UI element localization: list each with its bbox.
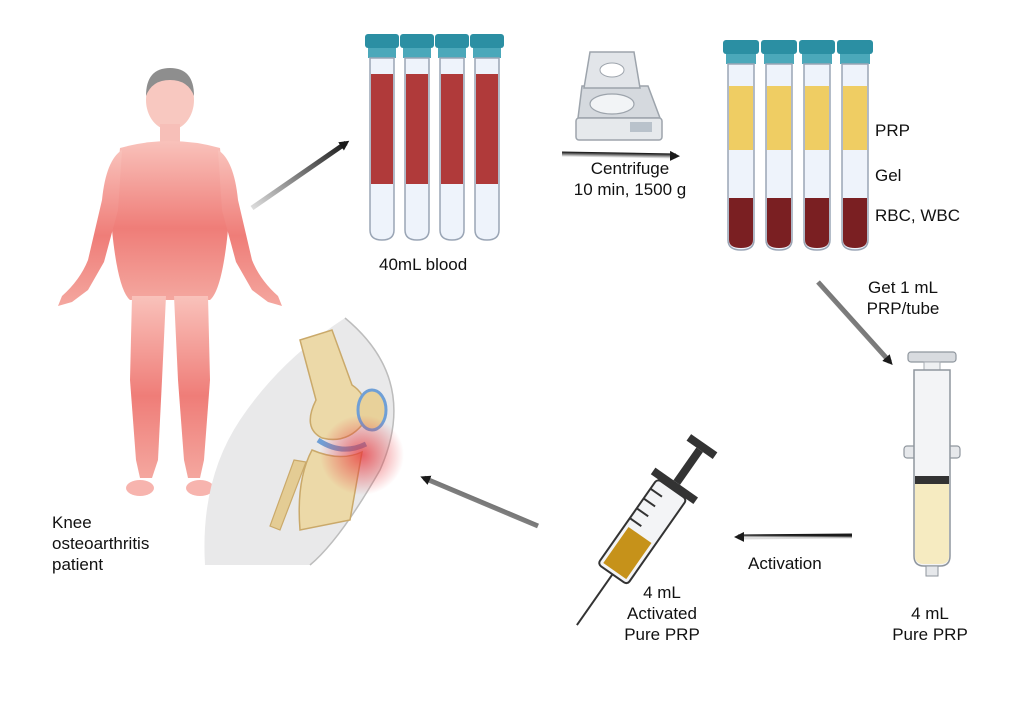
centrifuge-label-line2: 10 min, 1500 g (573, 180, 687, 199)
patient-label-line2: osteoarthritis (52, 534, 150, 553)
prp-layer-label: PRP (875, 121, 910, 140)
gel-layer-label: Gel (875, 166, 902, 185)
arrow-to-blood-tubes (250, 140, 350, 211)
separated-tube-icon (799, 40, 835, 251)
human-body-icon (58, 68, 282, 496)
rbc-wbc-layer-label: RBC, WBC (875, 206, 960, 225)
injection-syringe-icon (576, 434, 718, 626)
get-prp-label: Get 1 mL PRP/tube (848, 277, 958, 319)
arrow-to-separated-tubes (561, 150, 680, 161)
blood-tube-group (365, 34, 504, 241)
knee-joint-icon (204, 317, 404, 566)
activated-prp-label-line2: Activated (627, 604, 697, 623)
activation-label: Activation (748, 554, 822, 573)
separated-tube-icon (761, 40, 797, 251)
blood-volume-label: 40mL blood (379, 255, 468, 274)
centrifuge-label: Centrifuge 10 min, 1500 g (560, 158, 700, 200)
patient-label-line3: patient (52, 555, 104, 574)
activated-prp-label-line3: Pure PRP (624, 625, 700, 644)
separated-tube-group (723, 40, 873, 251)
blood-tube-icon (470, 34, 504, 241)
patient-label-line1: Knee (52, 513, 92, 532)
activated-prp-label: 4 mL Activated Pure PRP (612, 582, 712, 645)
arrow-to-knee (420, 475, 539, 529)
separated-tube-icon (723, 40, 759, 251)
separated-tube-icon (837, 40, 873, 251)
syringe-icon (903, 351, 961, 577)
blood-tube-icon (435, 34, 469, 241)
pure-prp-label-line2: Pure PRP (892, 625, 968, 644)
centrifuge-label-line1: Centrifuge (590, 159, 670, 178)
get-prp-label-line2: PRP/tube (866, 299, 940, 318)
arrow-activation (734, 531, 853, 542)
patient-label: Knee osteoarthritis patient (52, 512, 149, 575)
blood-tube-icon (365, 34, 399, 241)
pure-prp-label: 4 mL Pure PRP (880, 603, 980, 645)
arrow-to-syringe (816, 280, 893, 365)
blood-tube-icon (400, 34, 434, 241)
pure-prp-label-line1: 4 mL (911, 604, 949, 623)
activated-prp-label-line1: 4 mL (643, 583, 681, 602)
get-prp-label-line1: Get 1 mL (868, 278, 938, 297)
centrifuge-icon (575, 51, 663, 141)
